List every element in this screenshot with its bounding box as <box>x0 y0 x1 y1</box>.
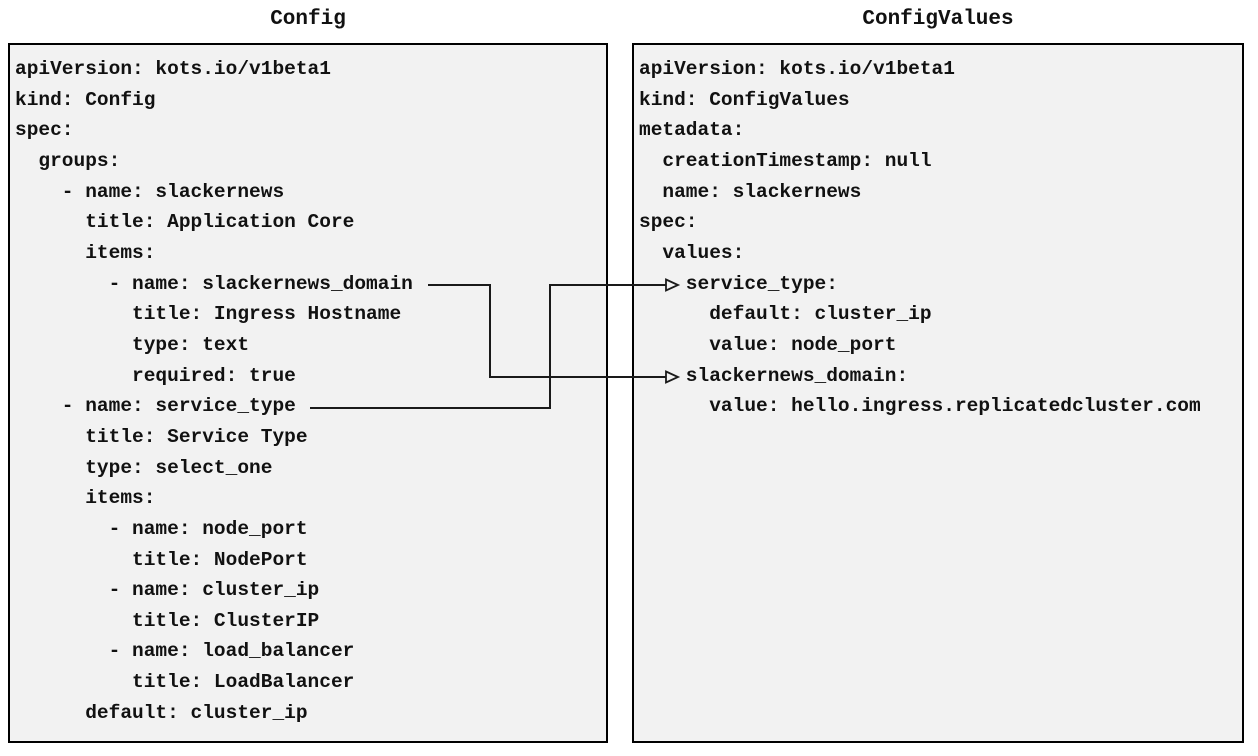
config-panel-title: Config <box>270 8 346 31</box>
configvalues-yaml-panel: apiVersion: kots.io/v1beta1 kind: Config… <box>632 43 1244 743</box>
configvalues-yaml-code: apiVersion: kots.io/v1beta1 kind: Config… <box>639 58 1201 418</box>
config-yaml-code: apiVersion: kots.io/v1beta1 kind: Config… <box>15 58 413 724</box>
config-yaml-panel: apiVersion: kots.io/v1beta1 kind: Config… <box>8 43 608 743</box>
configvalues-panel-title: ConfigValues <box>862 8 1014 31</box>
